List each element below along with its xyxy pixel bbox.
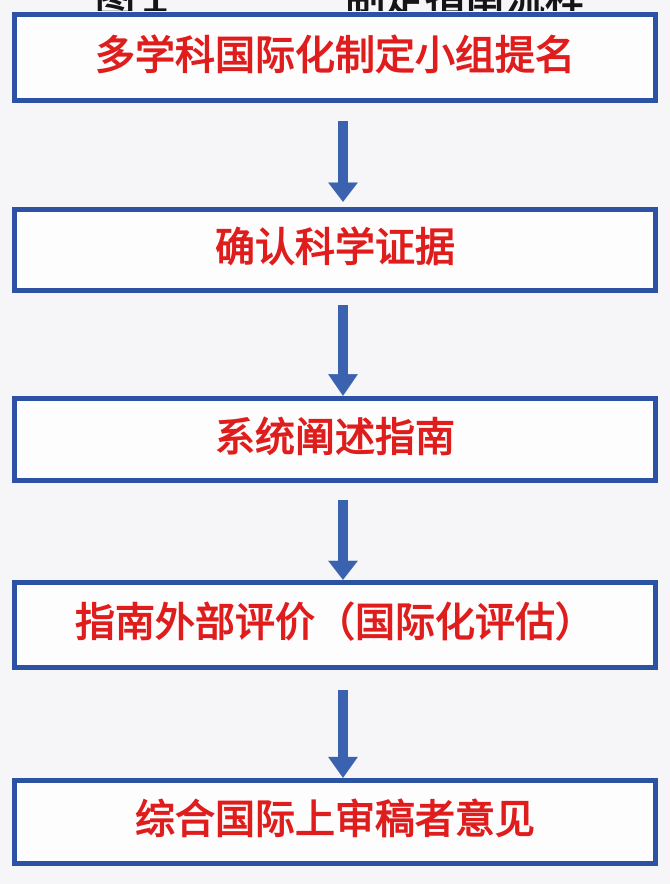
flow-step-label: 确认科学证据 [215, 225, 455, 270]
clipped-caption: 图１ 制定指南流程 [0, 0, 670, 11]
flow-step-label: 系统阐述指南 [215, 414, 455, 460]
down-arrow-icon [325, 500, 361, 580]
caption-fragment-left: 图１ [95, 0, 175, 11]
down-arrow-icon [325, 305, 361, 396]
flow-step-evidence: 确认科学证据 [12, 207, 658, 293]
flow-step-external-review: 指南外部评价（国际化评估） [12, 580, 658, 670]
flow-step-label: 多学科国际化制定小组提名 [95, 32, 575, 78]
flow-step-formulate: 系统阐述指南 [12, 396, 658, 483]
down-arrow-icon [325, 690, 361, 778]
flow-step-label: 指南外部评价（国际化评估） [75, 600, 595, 645]
down-arrow-icon [325, 121, 361, 202]
caption-fragment-right: 制定指南流程 [345, 0, 585, 11]
flow-step-nomination: 多学科国际化制定小组提名 [12, 12, 658, 103]
flow-step-reviewer-opinions: 综合国际上审稿者意见 [12, 778, 658, 866]
flow-step-label: 综合国际上审稿者意见 [135, 797, 535, 842]
